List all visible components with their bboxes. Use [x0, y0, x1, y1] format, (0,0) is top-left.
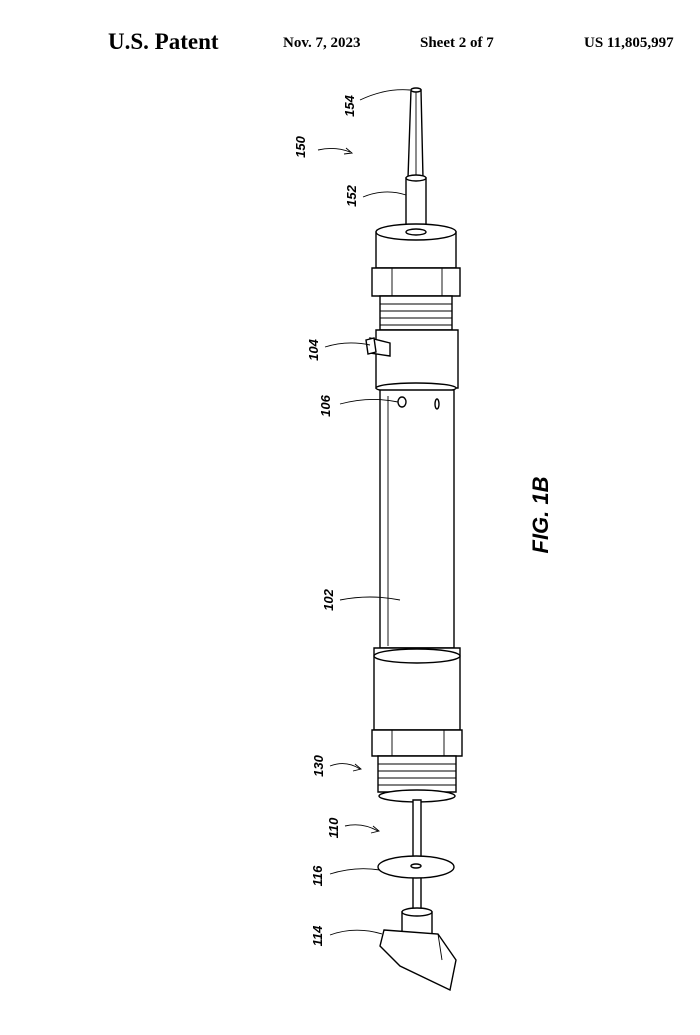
patent-date: Nov. 7, 2023 — [283, 35, 361, 51]
arrow-150 — [343, 147, 354, 155]
patent-title: U.S. Patent — [108, 29, 219, 54]
leader-110 — [344, 824, 379, 832]
ref-106: 106 — [318, 394, 333, 416]
ref-114: 114 — [310, 925, 325, 946]
figure-label: FIG. 1B — [528, 476, 553, 553]
ref-110: 110 — [326, 817, 341, 838]
leader-104 — [324, 342, 371, 348]
leader-150 — [317, 147, 351, 153]
leader-116 — [329, 868, 381, 875]
ref-116: 116 — [310, 865, 325, 886]
main-tube — [379, 389, 455, 649]
leader-102 — [339, 596, 401, 601]
port-coupling — [365, 329, 459, 394]
probe-tip — [407, 87, 424, 179]
leader-154 — [359, 89, 411, 101]
ref-104: 104 — [306, 338, 321, 360]
probe-sheath — [405, 174, 427, 231]
ref-130: 130 — [311, 754, 326, 776]
lower-sleeve — [373, 647, 461, 731]
leader-152 — [362, 191, 407, 198]
leader-114 — [329, 929, 383, 936]
arrow-130 — [352, 763, 362, 772]
arrow-110 — [370, 825, 380, 834]
ref-102: 102 — [321, 588, 336, 610]
upper-nut — [371, 267, 461, 331]
disk — [377, 855, 455, 879]
lower-nut — [371, 729, 463, 803]
ref-150: 150 — [293, 135, 308, 157]
patent-number: US 11,805,997 — [584, 35, 674, 51]
sheet-number: Sheet 2 of 7 — [420, 35, 494, 51]
ref-154: 154 — [342, 94, 357, 116]
leader-130 — [329, 763, 361, 770]
top-cap — [375, 223, 457, 269]
leader-106 — [339, 399, 399, 405]
paddle — [379, 907, 457, 992]
ref-152: 152 — [344, 184, 359, 206]
